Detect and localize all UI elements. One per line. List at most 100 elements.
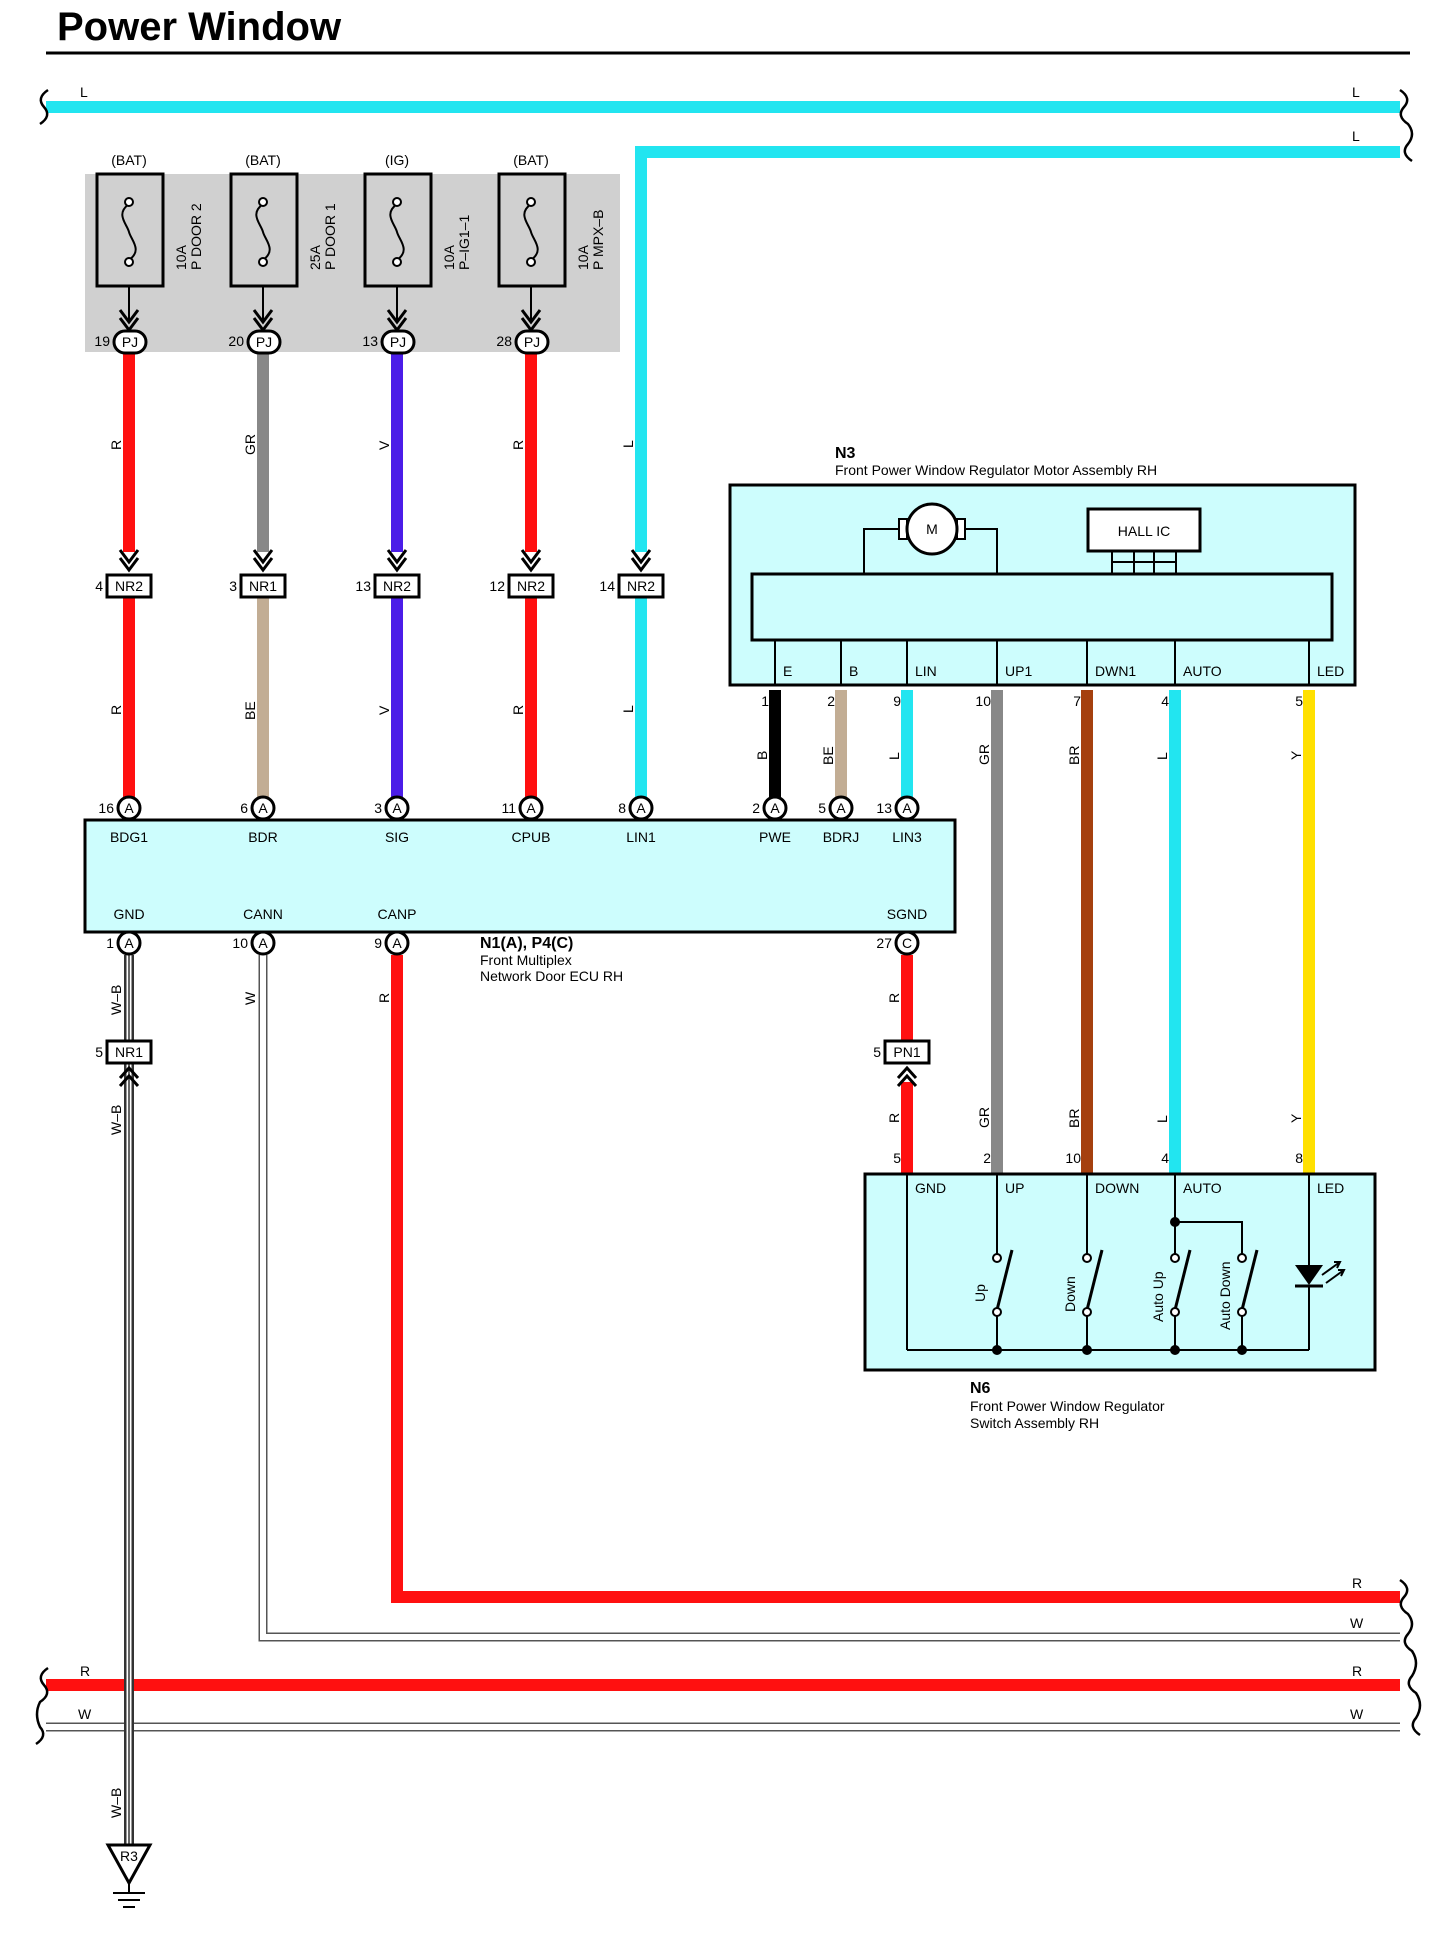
motor-terminal-lin: LIN	[915, 663, 937, 679]
ecu-pin-sgnd	[894, 930, 920, 956]
connector-pj-28: 28 PJ	[496, 329, 550, 355]
fuse-3: (IG) 10A P–IG1–1	[363, 152, 472, 333]
ecu-name-line2: Network Door ECU RH	[480, 968, 623, 984]
ecu-pin-canp-num: 9	[374, 935, 382, 951]
nr-4-arrow	[520, 549, 542, 573]
ecu-pin-gnd-num: 1	[106, 935, 114, 951]
wire-label-cann: W	[242, 991, 258, 1005]
fuse-1-rating: 10A	[173, 244, 189, 270]
ecu-pin-sgnd-label: SGND	[887, 906, 927, 922]
wire-label-upper-4: R	[510, 440, 526, 450]
ecu-box	[83, 818, 957, 934]
wire-label-mid-3: V	[376, 705, 392, 715]
ecu-pin-bdrj-num: 5	[818, 800, 826, 816]
ecu-pin-cpub	[518, 795, 544, 821]
ecu-pin-pwe-label: PWE	[759, 829, 791, 845]
motor-pin-dwn1: 7	[1073, 693, 1081, 709]
wire-label-upper-3: V	[376, 440, 392, 450]
wire-label-mid-2: BE	[242, 701, 258, 720]
nr-4-box	[507, 573, 555, 599]
switch-terminal-gnd: GND	[915, 1180, 946, 1196]
switch-terminal-down: DOWN	[1095, 1180, 1139, 1196]
hall-ic-label: HALL IC	[1118, 523, 1170, 539]
nr-2-arrow	[252, 549, 274, 573]
bus-label-canp-right: R	[1352, 1575, 1362, 1591]
nr-1-arrow	[118, 549, 140, 573]
ecu-pin-sig-label: SIG	[385, 829, 409, 845]
auto-down-switch-upper-contact	[1237, 1253, 1247, 1263]
ecu-pin-lin1-label: LIN1	[626, 829, 656, 845]
ecu-pin-bdr	[250, 795, 276, 821]
connector-pj-13: 13 PJ	[362, 329, 416, 355]
wire-label-gnd-3: W–B	[108, 1788, 124, 1818]
fuse-4-rating: 10A	[575, 244, 591, 270]
bus-label-top-right-1: L	[1352, 84, 1360, 100]
fuse-3-terminal-top	[392, 197, 402, 207]
wire-label-sw-up: GR	[976, 1107, 992, 1128]
nr-5-pin: 14	[599, 578, 615, 594]
motor-lead-right	[962, 528, 998, 574]
wire-label-motor-b: BE	[820, 746, 836, 765]
wire-w-cann-inner	[260, 955, 1400, 1640]
switch-internal-circuit: Up Down Auto Up Auto Down	[907, 1200, 1346, 1355]
wire-label-motor-up1: GR	[976, 744, 992, 765]
ecu-pin-bdr-num: 6	[240, 800, 248, 816]
switch-terminal-auto: AUTO	[1183, 1180, 1222, 1196]
ecu-id: N1(A), P4(C)	[480, 935, 573, 952]
pj-28-box	[514, 329, 550, 355]
auto-down-switch-lower-contact	[1237, 1307, 1247, 1317]
motor-terminal-up1: UP1	[1005, 663, 1032, 679]
ecu-pin-lin3-num: 13	[876, 800, 892, 816]
fuse-3-source: (IG)	[385, 152, 409, 168]
motor-pin-lin: 9	[893, 693, 901, 709]
switch-pin-up: 2	[983, 1150, 991, 1166]
pj-20-box	[246, 329, 282, 355]
motor-id: N3	[835, 445, 856, 462]
switch-terminal-up: UP	[1005, 1180, 1024, 1196]
auto-up-switch-upper-contact	[1170, 1253, 1180, 1263]
ecu-pin-pwe	[762, 795, 788, 821]
nr-1-box	[105, 573, 153, 599]
nr-1-conn: NR2	[115, 578, 143, 594]
ecu-pin-cpub-label: CPUB	[512, 829, 551, 845]
connector-pj-20: 20 PJ	[228, 329, 282, 355]
switch-label-auto-down: Auto Down	[1217, 1262, 1233, 1330]
wire-label-mid-1: R	[108, 705, 124, 715]
down-switch-upper-contact	[1082, 1253, 1092, 1263]
ecu-pin-bdrj-conn: A	[836, 800, 846, 816]
wire-bus-l-to-lin1	[635, 146, 1400, 552]
fuse-2: (BAT) 25A P DOOR 1	[229, 152, 338, 333]
bus-label-bottom-r-right: R	[1352, 1663, 1362, 1679]
ecu-pin-pwe-conn: A	[770, 800, 780, 816]
fuse-2-body	[229, 172, 299, 288]
ecu-pin-lin3	[894, 795, 920, 821]
ecu-pin-sgnd-conn: C	[902, 935, 912, 951]
ecu-pin-bdrj	[828, 795, 854, 821]
fuse-3-terminal-bottom	[392, 257, 402, 267]
fuse-2-terminal-top	[258, 197, 268, 207]
hall-ic: HALL IC	[1086, 507, 1202, 574]
wire-label-canp: R	[376, 993, 392, 1003]
bus-label-bottom-w-right: W	[1350, 1706, 1364, 1722]
fuse-1-element	[121, 203, 137, 261]
switch-label-up: Up	[972, 1284, 988, 1302]
ecu-pin-lin1-num: 8	[618, 800, 626, 816]
wire-label-motor-led: Y	[1288, 750, 1304, 760]
wire-label-mid-4: R	[510, 705, 526, 715]
wire-label-sgnd-upper: R	[886, 993, 902, 1003]
connector-nr-4: 12 NR2	[489, 549, 555, 599]
switch-name-line1: Front Power Window Regulator	[970, 1398, 1165, 1414]
motor-pin-b: 2	[827, 693, 835, 709]
fuse-4-element	[523, 203, 539, 261]
pj-19-conn: PJ	[122, 334, 138, 350]
ecu-pin-sig	[384, 795, 410, 821]
pn1-conn: PN1	[893, 1044, 920, 1060]
bus-label-top-right-2: L	[1352, 128, 1360, 144]
auto-up-switch-junction	[1170, 1345, 1180, 1355]
ecu-pin-pwe-num: 2	[752, 800, 760, 816]
fuse-4: (BAT) 10A P MPX–B	[497, 152, 606, 333]
ecu-pin-bdg1-conn: A	[124, 800, 134, 816]
bus-label-cann-right: W	[1350, 1615, 1364, 1631]
fuse-1-body	[95, 172, 165, 288]
